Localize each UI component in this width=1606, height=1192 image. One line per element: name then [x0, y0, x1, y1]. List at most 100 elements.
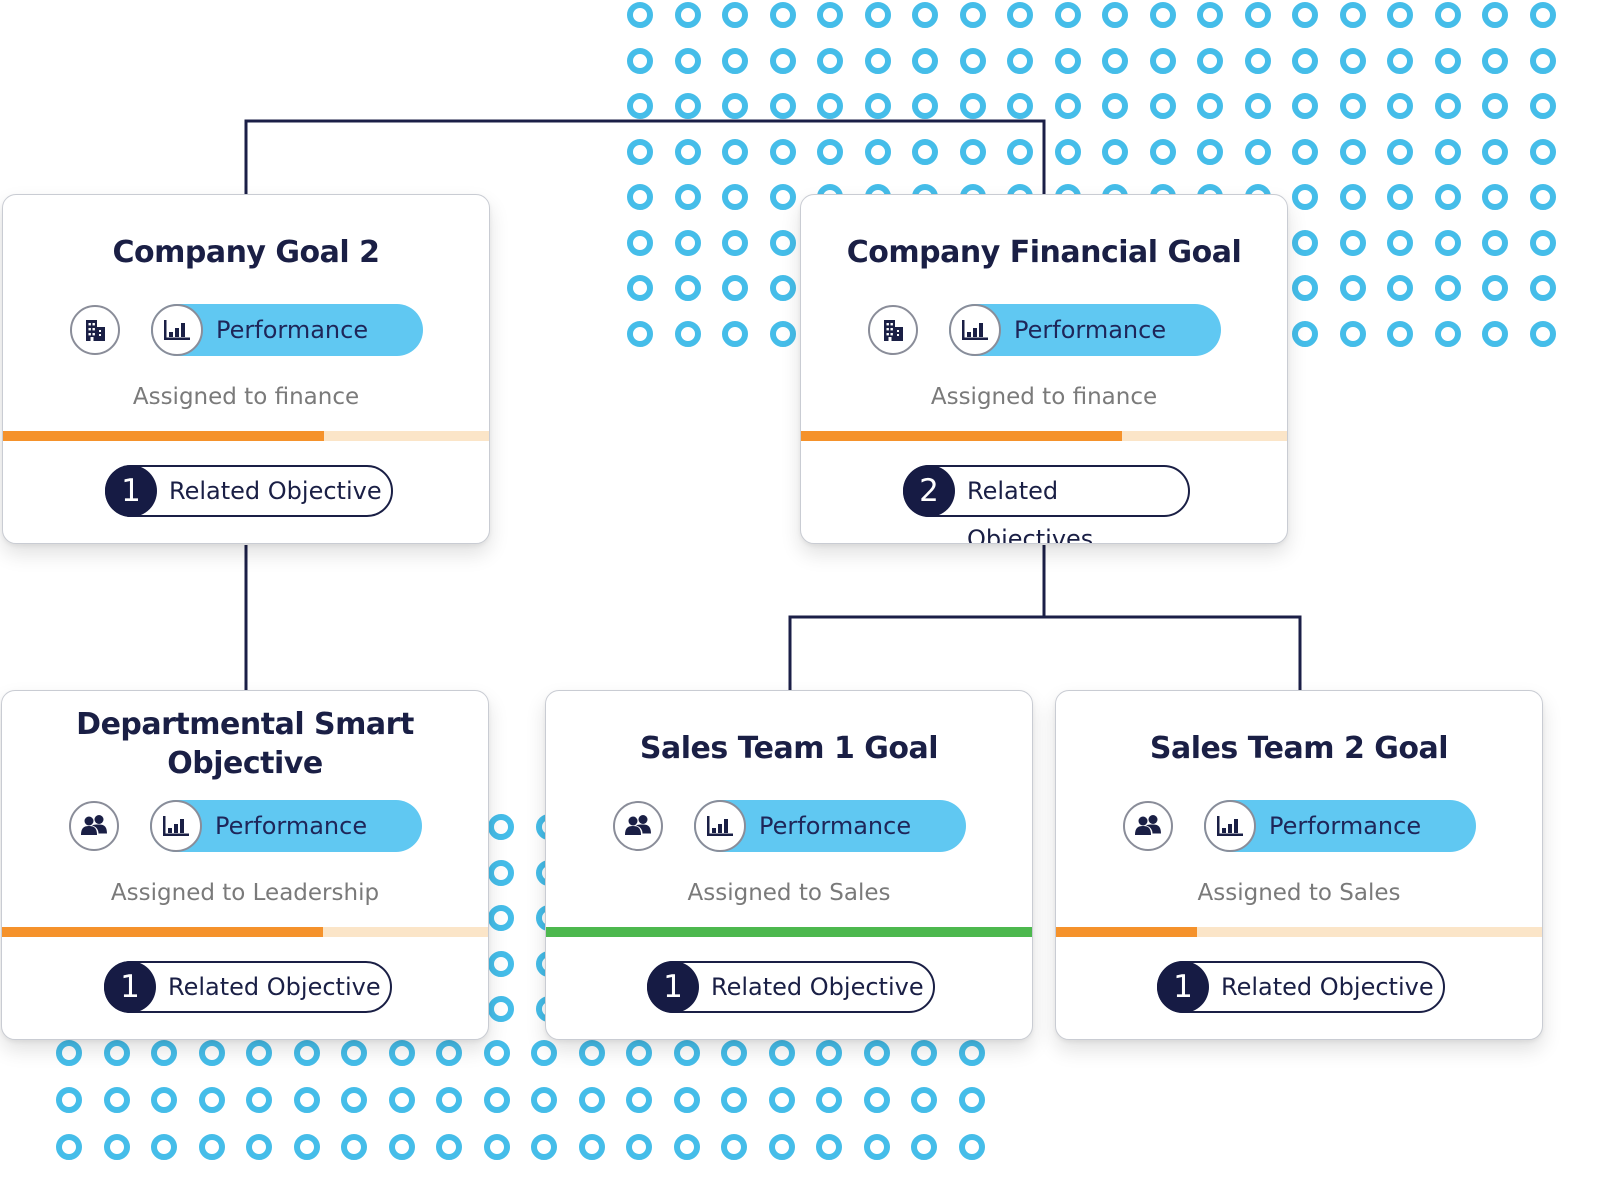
bar-chart-icon — [949, 304, 1001, 356]
dot — [1482, 93, 1508, 119]
dot — [1482, 275, 1508, 301]
dot — [911, 1134, 937, 1160]
bar-chart-icon — [694, 800, 746, 852]
dot — [1387, 93, 1413, 119]
dot — [959, 93, 986, 119]
dot — [721, 1134, 747, 1160]
dot — [198, 1087, 225, 1113]
dot — [341, 1134, 367, 1160]
dot — [483, 1087, 510, 1113]
dot — [1482, 138, 1508, 165]
dot — [722, 138, 748, 165]
goal-card-sales-team-2-goal[interactable]: Sales Team 2 Goal Performance Assigned t… — [1055, 690, 1543, 1040]
performance-label: Performance — [1014, 316, 1167, 344]
dot — [1054, 47, 1081, 74]
performance-pill[interactable]: Performance — [694, 800, 966, 852]
dot — [1339, 275, 1366, 301]
dot — [1482, 229, 1508, 256]
dot — [864, 2, 891, 28]
related-objectives-button[interactable]: 2 Related Objectives — [903, 465, 1190, 543]
dot — [627, 275, 653, 301]
dot — [674, 184, 701, 210]
dot — [863, 1134, 890, 1160]
dot — [721, 1040, 747, 1066]
dot — [1149, 138, 1176, 165]
goal-card-company-financial-goal[interactable]: Company Financial Goal Performance Assig… — [800, 194, 1288, 544]
dot — [1529, 229, 1556, 256]
dot — [627, 138, 653, 165]
dot — [198, 1040, 225, 1066]
dot — [673, 1040, 700, 1066]
dot — [56, 1040, 82, 1066]
progress-fill — [2, 927, 323, 937]
dot — [722, 2, 748, 28]
dot — [1292, 93, 1318, 119]
related-count-badge: 1 — [105, 465, 157, 517]
goal-card-departmental-smart-objective[interactable]: Departmental Smart Objective Performance… — [1, 690, 489, 1040]
dot — [1244, 47, 1271, 74]
dot — [627, 229, 653, 256]
dot — [1529, 2, 1556, 28]
dot — [1197, 2, 1223, 28]
dot — [1054, 93, 1081, 119]
dot — [722, 229, 748, 256]
dot — [959, 47, 986, 74]
dot — [1149, 93, 1176, 119]
building-icon — [868, 305, 918, 355]
performance-pill[interactable]: Performance — [1204, 800, 1476, 852]
related-count-badge: 2 — [903, 465, 955, 517]
card-title: Departmental Smart Objective — [76, 707, 414, 781]
dot — [531, 1134, 557, 1160]
dot — [1482, 184, 1508, 210]
dot — [722, 275, 748, 301]
bar-chart-icon — [1204, 800, 1256, 852]
dot — [1149, 2, 1176, 28]
dot — [1292, 138, 1318, 165]
dot — [246, 1087, 272, 1113]
related-count-badge: 1 — [104, 961, 156, 1013]
dot — [722, 184, 748, 210]
dot — [959, 138, 986, 165]
dot — [817, 47, 843, 74]
performance-pill[interactable]: Performance — [151, 304, 423, 356]
dot — [1434, 320, 1461, 347]
dot — [721, 1087, 747, 1113]
dot — [816, 1134, 842, 1160]
dot — [864, 47, 891, 74]
dot — [293, 1087, 320, 1113]
related-objectives-button[interactable]: 1 Related Objective — [105, 465, 393, 517]
dot — [769, 47, 796, 74]
dot — [1102, 93, 1128, 119]
related-objectives-button[interactable]: 1 Related Objective — [104, 961, 392, 1013]
dot — [436, 1134, 462, 1160]
performance-pill[interactable]: Performance — [150, 800, 422, 852]
dot — [1007, 2, 1033, 28]
dot — [388, 1040, 415, 1066]
dot — [1434, 47, 1461, 74]
related-objectives-button[interactable]: 1 Related Objective — [1157, 961, 1445, 1013]
dot — [1339, 184, 1366, 210]
dot — [1529, 93, 1556, 119]
people-icon — [1123, 801, 1173, 851]
dot — [56, 1134, 82, 1160]
dot — [246, 1134, 272, 1160]
dot — [1529, 320, 1556, 347]
dot — [817, 2, 843, 28]
goal-card-company-goal-2[interactable]: Company Goal 2 Performance Assigned to f… — [2, 194, 490, 544]
dot — [1007, 47, 1033, 74]
dot — [488, 859, 514, 886]
dot — [722, 93, 748, 119]
dot — [1339, 138, 1366, 165]
dot — [1529, 138, 1556, 165]
dot — [1292, 2, 1318, 28]
dot — [1339, 2, 1366, 28]
related-count-badge: 1 — [1157, 961, 1209, 1013]
goal-card-sales-team-1-goal[interactable]: Sales Team 1 Goal Performance Assigned t… — [545, 690, 1033, 1040]
card-title: Sales Team 2 Goal — [1149, 731, 1449, 766]
dot — [1387, 275, 1413, 301]
building-icon — [70, 305, 120, 355]
related-objectives-button[interactable]: 1 Related Objective — [647, 961, 935, 1013]
performance-pill[interactable]: Performance — [949, 304, 1221, 356]
dot — [488, 814, 514, 840]
